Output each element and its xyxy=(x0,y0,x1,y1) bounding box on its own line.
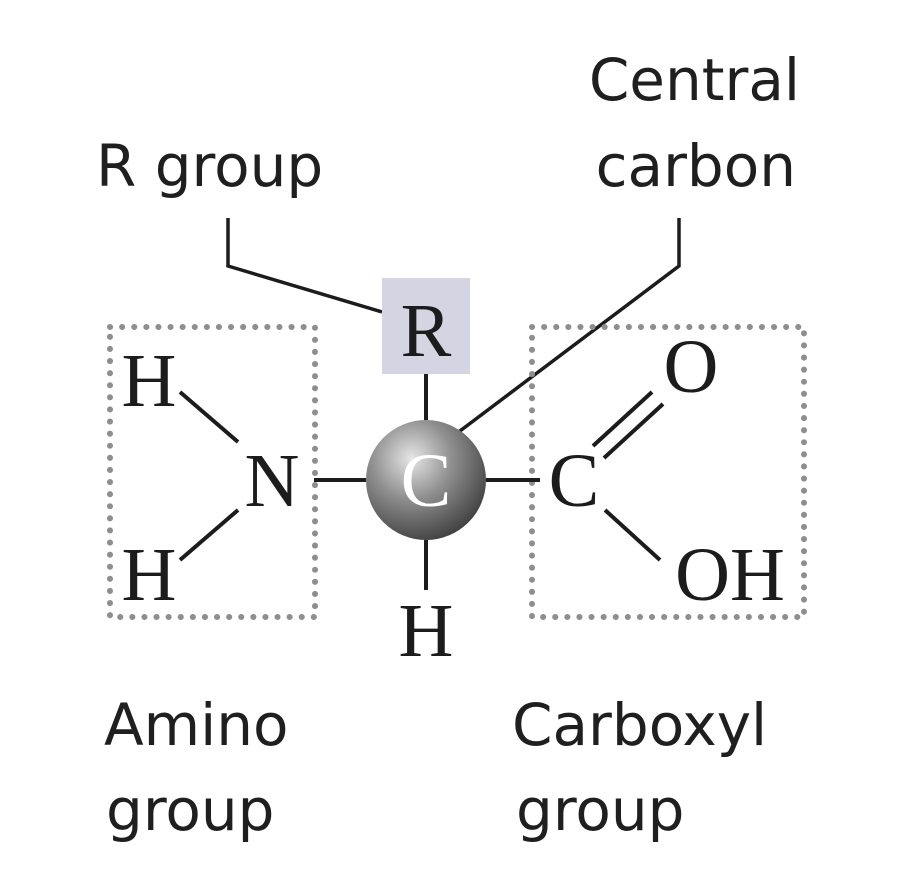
amino-group-label-line1: Amino xyxy=(104,691,289,759)
bond-c-o-double-2 xyxy=(602,402,665,460)
carboxyl-group-box xyxy=(529,324,807,620)
central-carbon-label-line2: carbon xyxy=(596,132,796,200)
r-atom: R xyxy=(401,289,452,373)
oxygen-atom: O xyxy=(664,325,719,409)
r-group-highlight xyxy=(382,278,470,374)
hydroxyl-group: OH xyxy=(675,533,785,617)
carboxyl-carbon-atom: C xyxy=(549,439,600,523)
bond-h-n-bottom xyxy=(178,508,240,562)
r-group-label: R group xyxy=(96,132,323,200)
central-carbon-leader-line xyxy=(446,218,681,442)
central-carbon-atom: C xyxy=(401,439,452,523)
central-carbon-label-line1: Central xyxy=(589,46,800,114)
amino-group-label-line2: group xyxy=(106,776,274,844)
bond-h-n-top xyxy=(178,390,240,444)
hydrogen-top-left: H xyxy=(122,339,177,423)
r-group-leader-line xyxy=(226,218,383,314)
carboxyl-group-label-line1: Carboxyl xyxy=(512,691,767,759)
central-carbon-sphere xyxy=(366,420,486,540)
hydrogen-bottom: H xyxy=(399,589,454,673)
bond-c-o-double-1 xyxy=(591,390,654,448)
bond-c-oh xyxy=(603,508,662,562)
amino-group-box xyxy=(107,324,318,620)
carboxyl-group-label-line2: group xyxy=(516,776,684,844)
hydrogen-bottom-left: H xyxy=(122,533,177,617)
nitrogen-atom: N xyxy=(245,439,300,523)
